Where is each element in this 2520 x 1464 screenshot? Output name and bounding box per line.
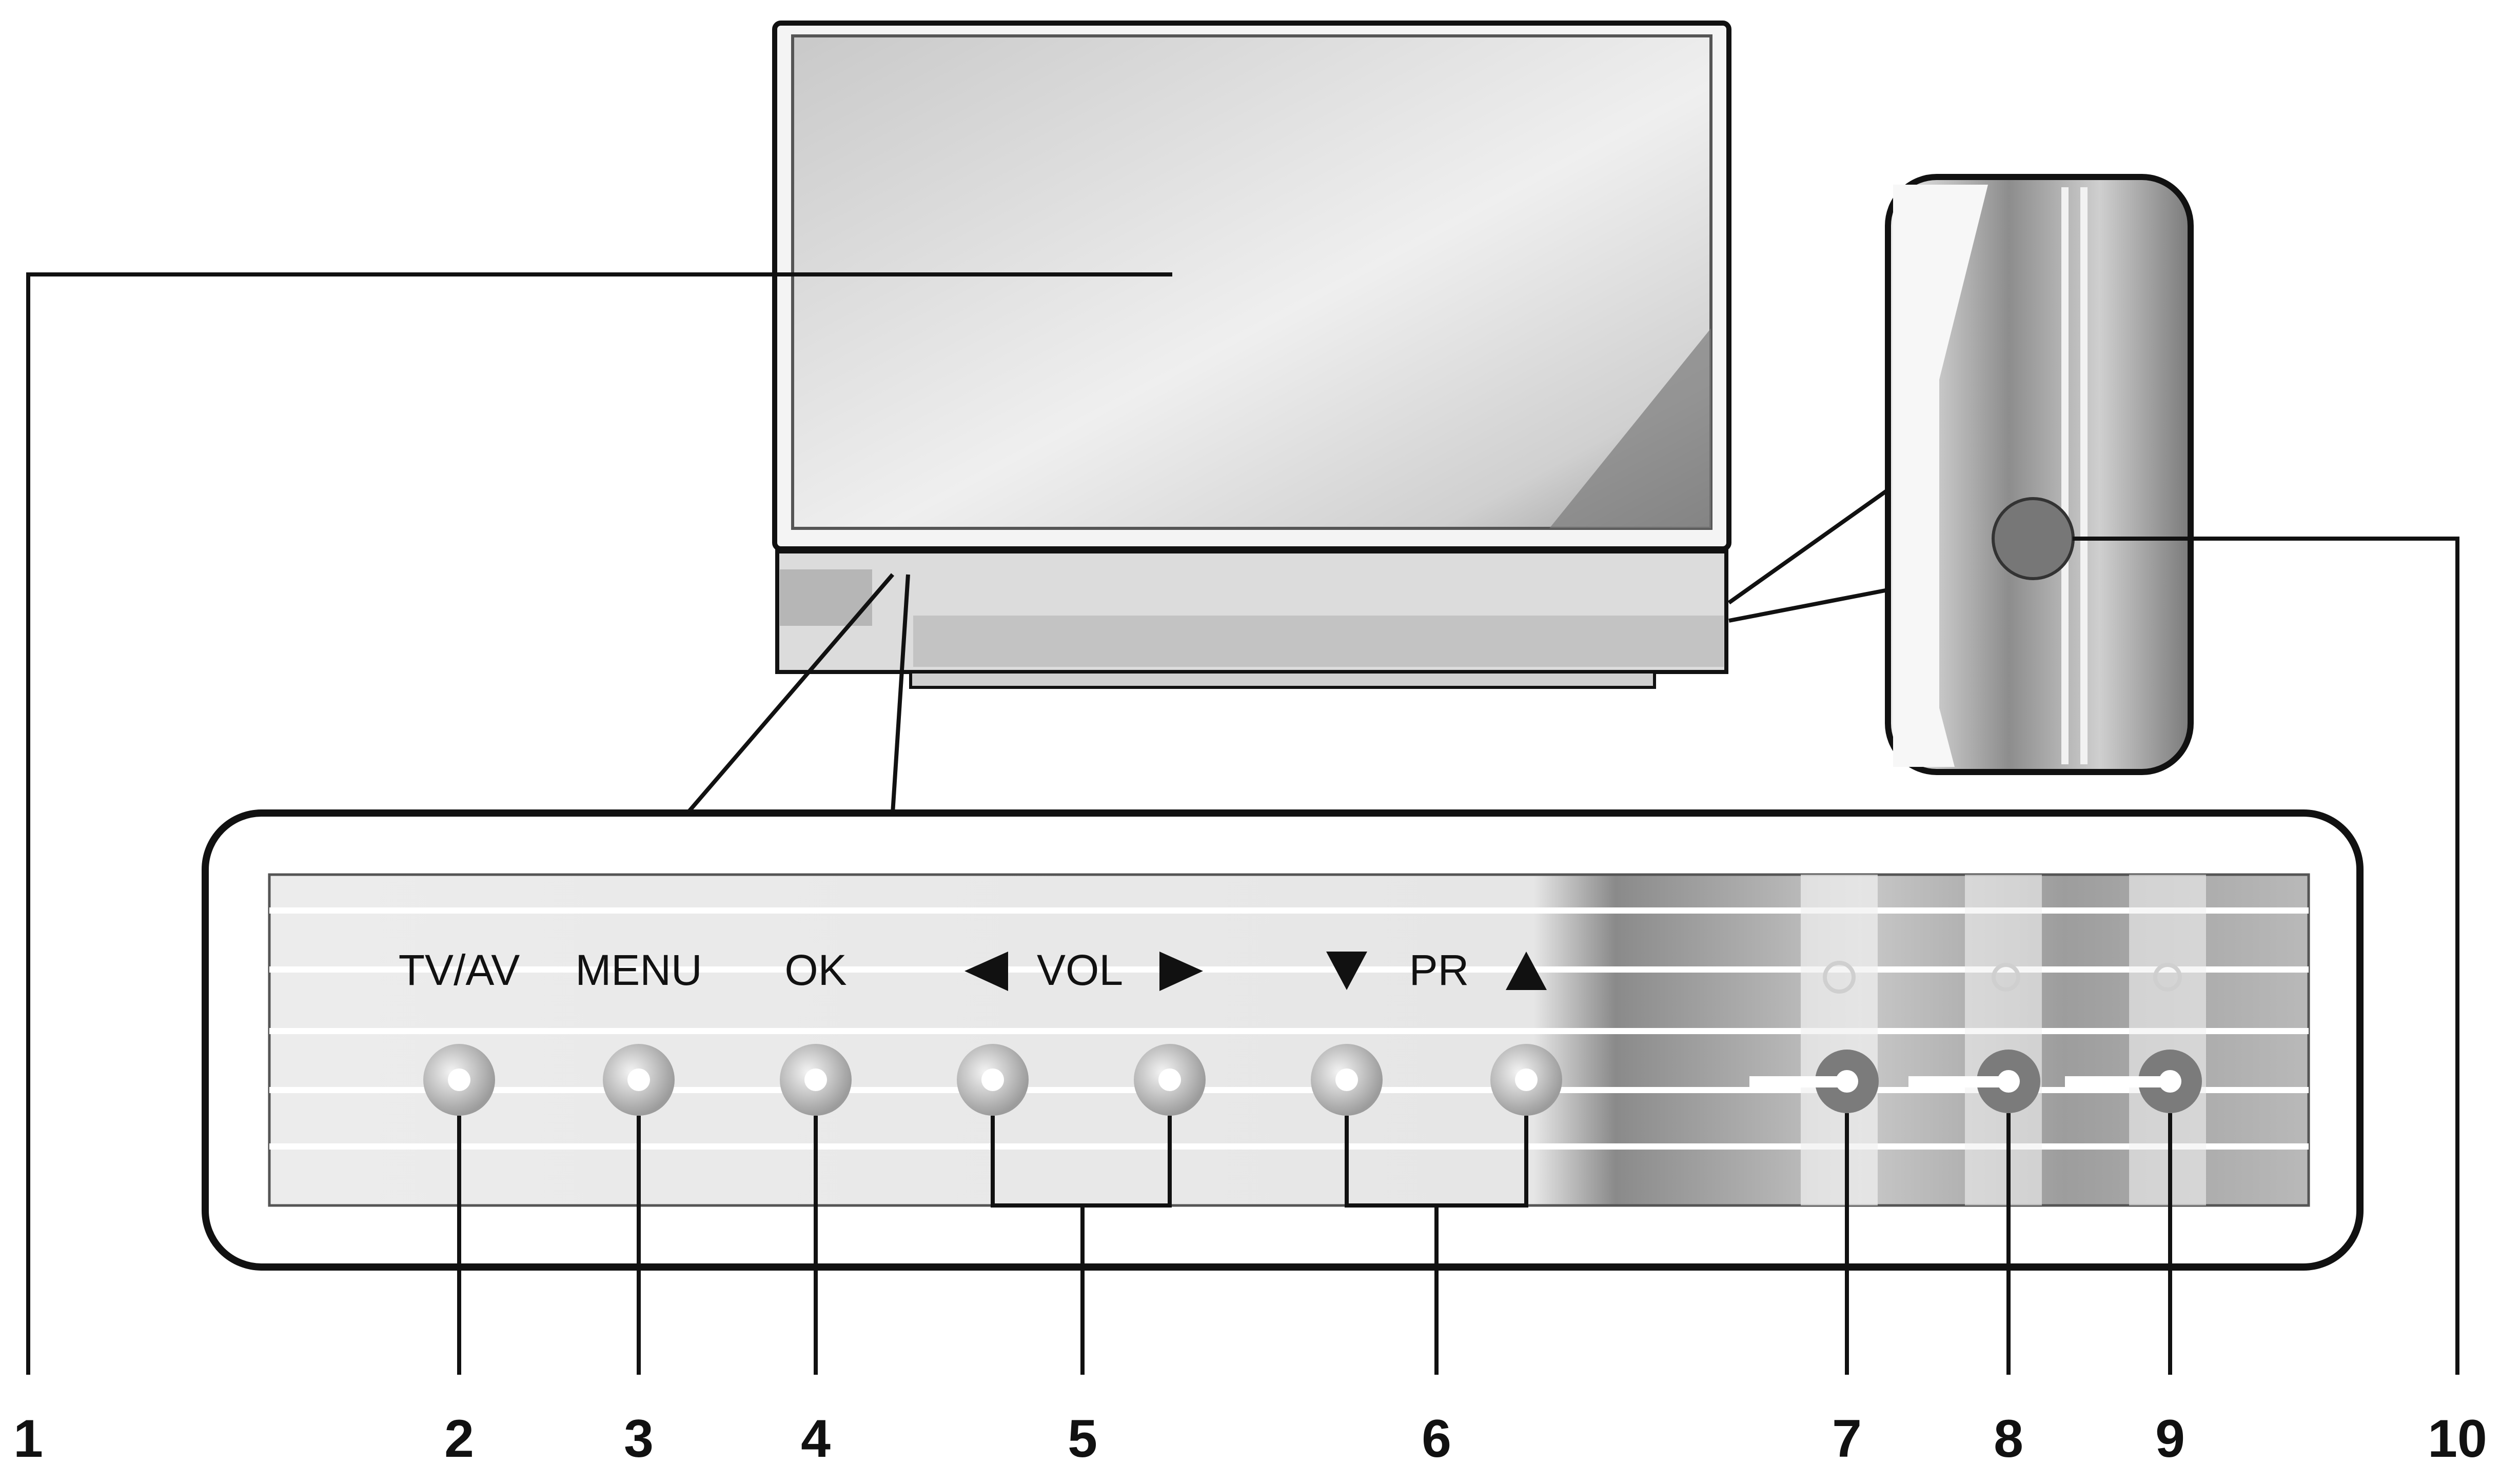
main-power-switch-icon — [1992, 497, 2075, 580]
pr-up-icon — [1506, 952, 1547, 990]
callout-5: 5 — [1068, 1409, 1097, 1464]
panel-connector-right — [891, 574, 910, 814]
panel-connector-left — [685, 573, 895, 815]
speaker-grille — [775, 549, 1728, 674]
remote-sensor-icon — [1992, 963, 2020, 992]
power-indicator-icon — [1823, 961, 1856, 994]
screen-corner-shade — [1549, 328, 1711, 528]
control-panel-callout: TV/AV MENU OK VOL PR — [202, 573, 2364, 1271]
speaker-grille-band — [913, 616, 1724, 667]
leader-lines — [26, 272, 2459, 1375]
callout-8: 8 — [1994, 1409, 2023, 1464]
callout-numbers: 1 2 3 4 5 6 7 8 9 10 — [13, 1409, 2487, 1464]
tv-stand-base — [909, 670, 1656, 689]
callout-2: 2 — [444, 1409, 474, 1464]
vol-right-icon — [1159, 952, 1203, 991]
tv-av-label: TV/AV — [399, 946, 520, 994]
callout-1: 1 — [13, 1409, 43, 1464]
vol-left-icon — [964, 952, 1008, 991]
callout-9: 9 — [2155, 1409, 2185, 1464]
callout-7: 7 — [1832, 1409, 1862, 1464]
pr-down-icon — [1326, 952, 1367, 990]
callout-4: 4 — [801, 1409, 831, 1464]
leader-10 — [2073, 537, 2459, 1375]
callout-10: 10 — [2428, 1409, 2487, 1464]
indicator-area — [1749, 875, 2206, 1205]
vol-label: VOL — [1037, 946, 1123, 994]
side-zoom-callout — [1727, 174, 2194, 775]
callout-3: 3 — [624, 1409, 654, 1464]
pr-label: PR — [1409, 946, 1469, 994]
timer-indicator-icon — [2153, 963, 2182, 992]
tv-set — [772, 21, 1731, 689]
zoom-frame — [1885, 174, 2194, 775]
zoom-pointer — [1727, 486, 1890, 623]
callout-6: 6 — [1422, 1409, 1451, 1464]
ok-label: OK — [784, 946, 846, 994]
menu-label: MENU — [575, 946, 702, 994]
tv-screen — [791, 34, 1712, 530]
zoom-side-edge — [1893, 185, 1988, 767]
leader-1 — [26, 272, 1172, 1375]
